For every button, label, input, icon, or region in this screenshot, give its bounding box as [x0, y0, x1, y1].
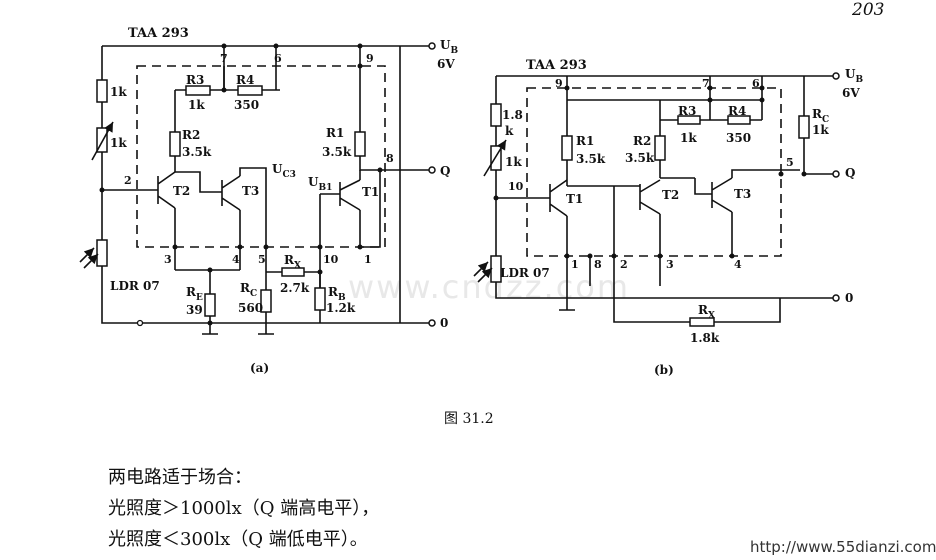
svg-text:RC: RC [240, 281, 257, 299]
svg-text:R1: R1 [576, 134, 594, 148]
svg-text:R4: R4 [728, 104, 746, 118]
notes-line-1: 两电路适于场合： [108, 467, 252, 488]
notes: 两电路适于场合： 光照度＞1000lx（Q 端高电平）， 光照度＜300lx（Q… [108, 462, 379, 555]
svg-text:3.5k: 3.5k [576, 152, 606, 166]
svg-text:1: 1 [364, 253, 372, 266]
r4-a-value: 350 [234, 98, 259, 112]
svg-text:RX: RX [284, 253, 301, 271]
svg-text:T1: T1 [362, 185, 379, 199]
site-mark: http://www.55dianzi.com [750, 538, 936, 556]
r1-a-name: R1 [326, 126, 344, 140]
svg-text:8: 8 [386, 152, 394, 165]
ldr-a [96, 239, 108, 267]
svg-text:2: 2 [620, 258, 628, 271]
rb-a [314, 287, 326, 311]
svg-text:2: 2 [124, 174, 132, 187]
svg-text:T1: T1 [566, 192, 583, 206]
svg-text:2.7k: 2.7k [280, 281, 310, 295]
svg-text:7: 7 [220, 52, 228, 65]
pot-a-value: 1k [110, 136, 127, 150]
ub1-label: U [308, 175, 319, 189]
svg-text:9: 9 [555, 77, 563, 90]
svg-text:UB1: UB1 [308, 175, 332, 193]
r1-a-value: 3.5k [322, 145, 352, 159]
re-a [204, 293, 216, 317]
output-label-a: Q [440, 164, 450, 178]
svg-text:8: 8 [594, 258, 602, 271]
supply-label-a: U [440, 38, 451, 52]
svg-text:R2: R2 [633, 134, 651, 148]
svg-text:UB: UB [440, 38, 458, 56]
svg-text:1k: 1k [505, 155, 522, 169]
svg-text:4: 4 [232, 253, 240, 266]
r3-a-name: R3 [186, 73, 204, 87]
svg-text:LDR 07: LDR 07 [500, 266, 550, 280]
svg-text:9: 9 [366, 52, 374, 65]
supply-value-a: 6V [437, 57, 455, 71]
svg-text:1.8k: 1.8k [690, 331, 720, 345]
svg-text:UC3: UC3 [272, 162, 296, 180]
r3-a-value: 1k [188, 98, 205, 112]
svg-text:1.2k: 1.2k [326, 301, 356, 315]
svg-text:1: 1 [571, 258, 579, 271]
svg-text:3: 3 [164, 253, 172, 266]
svg-text:5: 5 [258, 253, 266, 266]
svg-text:39: 39 [186, 303, 203, 317]
rx-a [281, 267, 305, 277]
ic-label-a: TAA 293 [128, 26, 189, 41]
svg-text:RB: RB [328, 285, 346, 303]
svg-text:10: 10 [323, 253, 339, 266]
svg-text:3: 3 [666, 258, 674, 271]
svg-text:6: 6 [752, 77, 760, 90]
r4-a-name: R4 [236, 73, 254, 87]
svg-text:3.5k: 3.5k [625, 151, 655, 165]
svg-text:4: 4 [734, 258, 742, 271]
svg-text:6: 6 [274, 52, 282, 65]
r2-a-value: 3.5k [182, 145, 212, 159]
svg-text:Q: Q [845, 166, 855, 180]
svg-text:0: 0 [845, 291, 853, 305]
uc3-label: U [272, 162, 283, 176]
svg-text:RC: RC [812, 107, 829, 125]
svg-text:5: 5 [786, 156, 794, 169]
transistor-t3-a [221, 175, 241, 211]
svg-text:k: k [505, 124, 514, 138]
svg-text:T3: T3 [242, 184, 259, 198]
resistor-1k-a [96, 79, 108, 103]
notes-line-3: 光照度＜300lx（Q 端低电平）。 [108, 529, 368, 550]
svg-text:1k: 1k [680, 131, 697, 145]
svg-text:1.8: 1.8 [502, 108, 523, 122]
ic-boundary-a [136, 65, 386, 248]
svg-text:6V: 6V [842, 86, 860, 100]
transistor-t1-a [320, 170, 361, 211]
svg-text:T2: T2 [662, 188, 679, 202]
caption-b: (b) [654, 363, 674, 377]
svg-text:10: 10 [508, 180, 524, 193]
svg-text:RX: RX [698, 303, 715, 321]
notes-line-2: 光照度＞1000lx（Q 端高电平）， [108, 498, 380, 519]
svg-text:1k: 1k [812, 123, 829, 137]
transistor-t2-a [150, 171, 176, 209]
svg-text:UB: UB [845, 67, 863, 85]
svg-text:560: 560 [238, 301, 263, 315]
ic-label-b: TAA 293 [526, 58, 587, 73]
svg-text:T2: T2 [173, 184, 190, 198]
svg-text:7: 7 [702, 77, 710, 90]
circuit-b: TAA 293 UB 6V 1.8 k 1k 10 LDR 07 0 9 R1 … [473, 58, 863, 377]
r-top-a-value: 1k [110, 85, 127, 99]
r2-a-name: R2 [182, 128, 200, 142]
circuit-a: TAA 293 UB 6V 1k 1k 2 LDR 07 0 7 6 [79, 26, 458, 375]
svg-text:R3: R3 [678, 104, 696, 118]
caption-a: (a) [250, 361, 269, 375]
svg-text:350: 350 [726, 131, 751, 145]
svg-text:T3: T3 [734, 187, 751, 201]
svg-text:RE: RE [186, 285, 203, 303]
page-number: 203 [852, 0, 885, 20]
figure-caption: 图 31.2 [444, 411, 494, 427]
ground-label-a: 0 [440, 316, 448, 330]
ldr-label-a: LDR 07 [110, 279, 160, 293]
